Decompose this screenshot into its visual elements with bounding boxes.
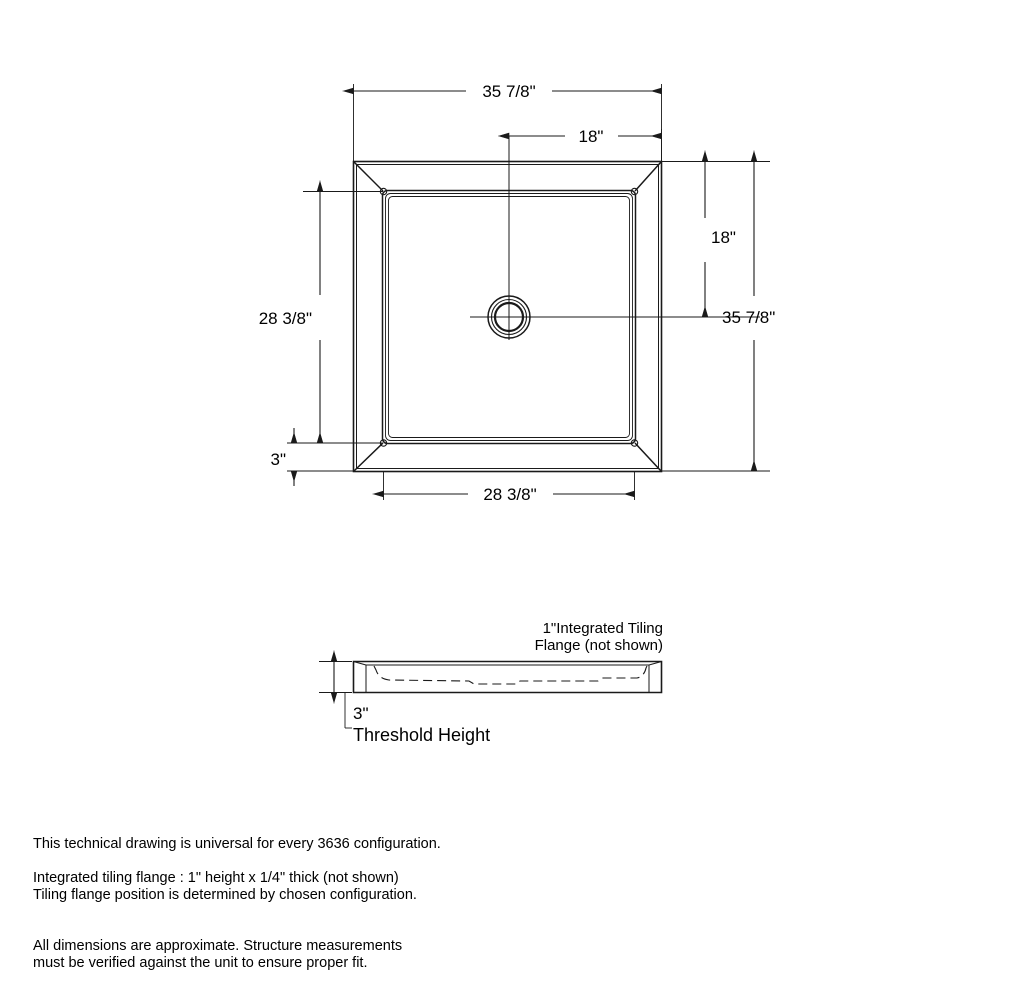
side-view-hidden-profile xyxy=(373,665,648,685)
dimension-lines-top-view xyxy=(294,91,754,494)
dim-top-drain-offset: 18" xyxy=(579,127,604,146)
dim-left-threshold: 3" xyxy=(271,450,287,469)
dimension-labels: 35 7/8" 18" 28 3/8" 3" 28 3/8" 18" 35 7/… xyxy=(259,82,776,504)
extension-lines-top-view xyxy=(287,84,770,500)
note-tiling-flange: Integrated tiling flange : 1" height x 1… xyxy=(33,870,417,903)
flange-note-line-2: Flange (not shown) xyxy=(535,637,663,654)
side-view-dimension xyxy=(319,662,352,729)
dim-top-overall: 35 7/8" xyxy=(482,82,535,101)
side-view-labels: 1"Integrated Tiling Flange (not shown) 3… xyxy=(353,620,663,745)
note-dimensions-approximate: All dimensions are approximate. Structur… xyxy=(33,938,403,971)
notes-block: This technical drawing is universal for … xyxy=(33,836,593,972)
dim-left-inner: 28 3/8" xyxy=(259,309,312,328)
note-universal-drawing: This technical drawing is universal for … xyxy=(33,836,441,852)
threshold-height-label: Threshold Height xyxy=(353,725,490,745)
pan-rim-miter-lines xyxy=(353,161,662,472)
flange-note-line-1: 1"Integrated Tiling xyxy=(543,620,663,637)
dim-right-overall: 35 7/8" xyxy=(722,308,775,327)
dim-right-drain-offset: 18" xyxy=(711,228,736,247)
dim-bottom-inner: 28 3/8" xyxy=(483,485,536,504)
dim-threshold-height: 3" xyxy=(353,704,369,723)
drain-centerlines xyxy=(470,136,760,340)
side-view-body xyxy=(352,660,663,694)
